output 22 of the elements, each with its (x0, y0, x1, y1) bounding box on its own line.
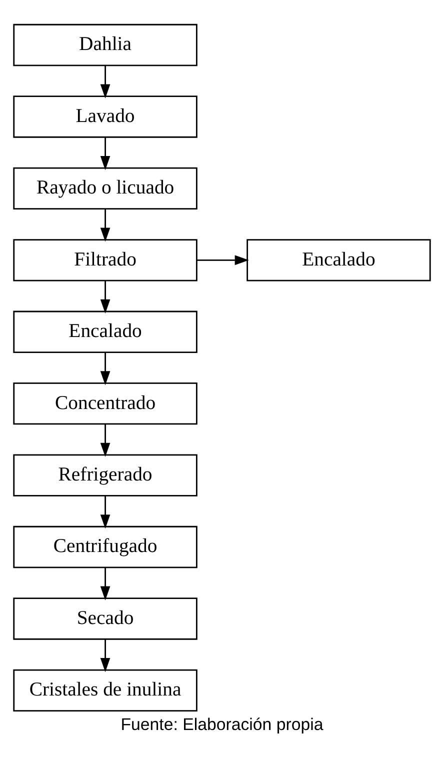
node-box: Lavado (13, 96, 198, 138)
node-box: Secado (13, 598, 198, 640)
node-box: Encalado (13, 310, 198, 353)
arrow (100, 639, 110, 672)
node-box: Concentrado (13, 382, 198, 425)
arrow (100, 137, 110, 170)
arrow (196, 255, 249, 266)
caption: Fuente: Elaboración propia (120, 714, 324, 734)
node-box: Refrigerado (13, 454, 198, 496)
arrow (100, 568, 110, 600)
arrow (100, 496, 110, 529)
arrow (100, 352, 110, 386)
node-box: Cristales de inulina (13, 669, 198, 712)
arrow (100, 209, 110, 242)
arrow (100, 280, 110, 314)
node-box: Rayado o licuado (13, 167, 198, 210)
node-box: Encalado (246, 239, 431, 282)
node-box: Centrifugado (13, 526, 198, 568)
arrow (100, 66, 110, 98)
arrow (100, 424, 110, 457)
node-box: Filtrado (13, 239, 198, 282)
node-box: Dahlia (13, 24, 198, 66)
